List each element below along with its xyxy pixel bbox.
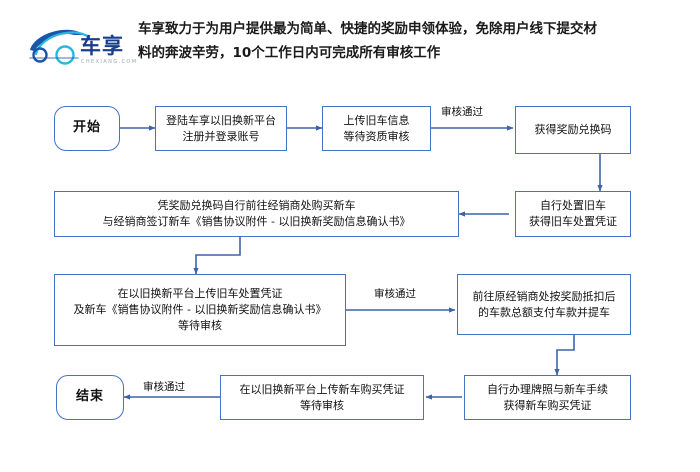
node-plate-registration[interactable]: 自行办理牌照与新车手续 获得新车购买凭证 bbox=[464, 375, 631, 420]
node-upload-old-car-line-2: 等待资质审核 bbox=[343, 129, 410, 143]
node-upload-disposal-proof-line-1: 在以旧换新平台上传旧车处置凭证 bbox=[117, 287, 283, 301]
node-upload-old-car[interactable]: 上传旧车信息 等待资质审核 bbox=[322, 106, 431, 151]
node-end[interactable]: 结束 bbox=[56, 375, 124, 420]
node-buy-new-car-line-1: 凭奖励兑换码自行前往经销商处购买新车 bbox=[157, 199, 356, 213]
node-upload-old-car-line-1: 上传旧车信息 bbox=[343, 113, 410, 127]
edge-label-approved-3: 审核通过 bbox=[143, 381, 185, 393]
page-header: 车享 CHEXIANG.COM 车享致力于为用户提供最为简单、快捷的奖励申领体验… bbox=[0, 0, 700, 88]
node-end-line-1: 结束 bbox=[75, 389, 104, 405]
node-pay-balance-line-1: 前往原经销商处按奖励抵扣后 bbox=[472, 289, 616, 303]
logo-wordmark: 车享 bbox=[80, 34, 124, 58]
header-line-1: 车享致力于为用户提供最为简单、快捷的奖励申领体验，免除用户线下提交材 bbox=[138, 21, 597, 37]
node-register-line-2: 注册并登录账号 bbox=[182, 129, 260, 143]
node-upload-disposal-proof[interactable]: 在以旧换新平台上传旧车处置凭证 及新车《销售协议附件 - 以旧换新奖励信息确认书… bbox=[54, 274, 346, 346]
node-pay-balance-line-2: 的车款总额支付车款并提车 bbox=[478, 305, 610, 319]
node-pay-balance[interactable]: 前往原经销商处按奖励抵扣后 的车款总额支付车款并提车 bbox=[457, 274, 631, 335]
edge-label-approved-1: 审核通过 bbox=[441, 106, 483, 118]
node-upload-new-car-proof[interactable]: 在以旧换新平台上传新车购买凭证 等待审核 bbox=[220, 375, 424, 420]
node-dispose-old-car-line-1: 自行处置旧车 bbox=[540, 199, 606, 213]
node-upload-new-car-proof-line-2: 等待审核 bbox=[300, 398, 344, 412]
node-start-line-1: 开始 bbox=[72, 120, 101, 136]
header-line-2: 料的奔波辛劳，10个工作日内可完成所有审核工作 bbox=[138, 44, 441, 61]
chexiang-logo: 车享 CHEXIANG.COM bbox=[22, 14, 140, 74]
flowchart-canvas: 开始 登陆车享以旧换新平台 注册并登录账号 上传旧车信息 等待资质审核 获得奖励… bbox=[0, 88, 700, 472]
node-register-line-1: 登陆车享以旧换新平台 bbox=[166, 113, 276, 127]
node-buy-new-car[interactable]: 凭奖励兑换码自行前往经销商处购买新车 与经销商签订新车《销售协议附件 - 以旧换… bbox=[54, 191, 459, 237]
node-upload-disposal-proof-line-3: 等待审核 bbox=[178, 318, 222, 332]
logo-domain-text: CHEXIANG.COM bbox=[81, 59, 138, 65]
node-get-reward-code-line-1: 获得奖励兑换码 bbox=[534, 123, 612, 137]
node-plate-registration-line-2: 获得新车购买凭证 bbox=[503, 398, 592, 412]
node-upload-disposal-proof-line-2: 及新车《销售协议附件 - 以旧换新奖励信息确认书》 bbox=[73, 303, 327, 317]
node-dispose-old-car[interactable]: 自行处置旧车 获得旧车处置凭证 bbox=[515, 191, 631, 237]
node-buy-new-car-line-2: 与经销商签订新车《销售协议附件 - 以旧换新奖励信息确认书》 bbox=[102, 215, 411, 228]
edge-label-approved-2: 审核通过 bbox=[374, 288, 416, 300]
wire-pay-to-plate bbox=[554, 335, 575, 376]
node-plate-registration-line-1: 自行办理牌照与新车手续 bbox=[487, 382, 608, 396]
wire-buy-new-to-upload-proof bbox=[193, 237, 241, 275]
node-dispose-old-car-line-2: 获得旧车处置凭证 bbox=[529, 215, 617, 228]
node-upload-new-car-proof-line-1: 在以旧换新平台上传新车购买凭证 bbox=[239, 382, 405, 396]
node-start[interactable]: 开始 bbox=[54, 106, 120, 151]
node-get-reward-code[interactable]: 获得奖励兑换码 bbox=[515, 106, 631, 154]
header-description: 车享致力于为用户提供最为简单、快捷的奖励申领体验，免除用户线下提交材 料的奔波辛… bbox=[138, 18, 688, 65]
car-outline-logo-icon bbox=[29, 29, 91, 65]
node-register[interactable]: 登陆车享以旧换新平台 注册并登录账号 bbox=[155, 106, 287, 151]
